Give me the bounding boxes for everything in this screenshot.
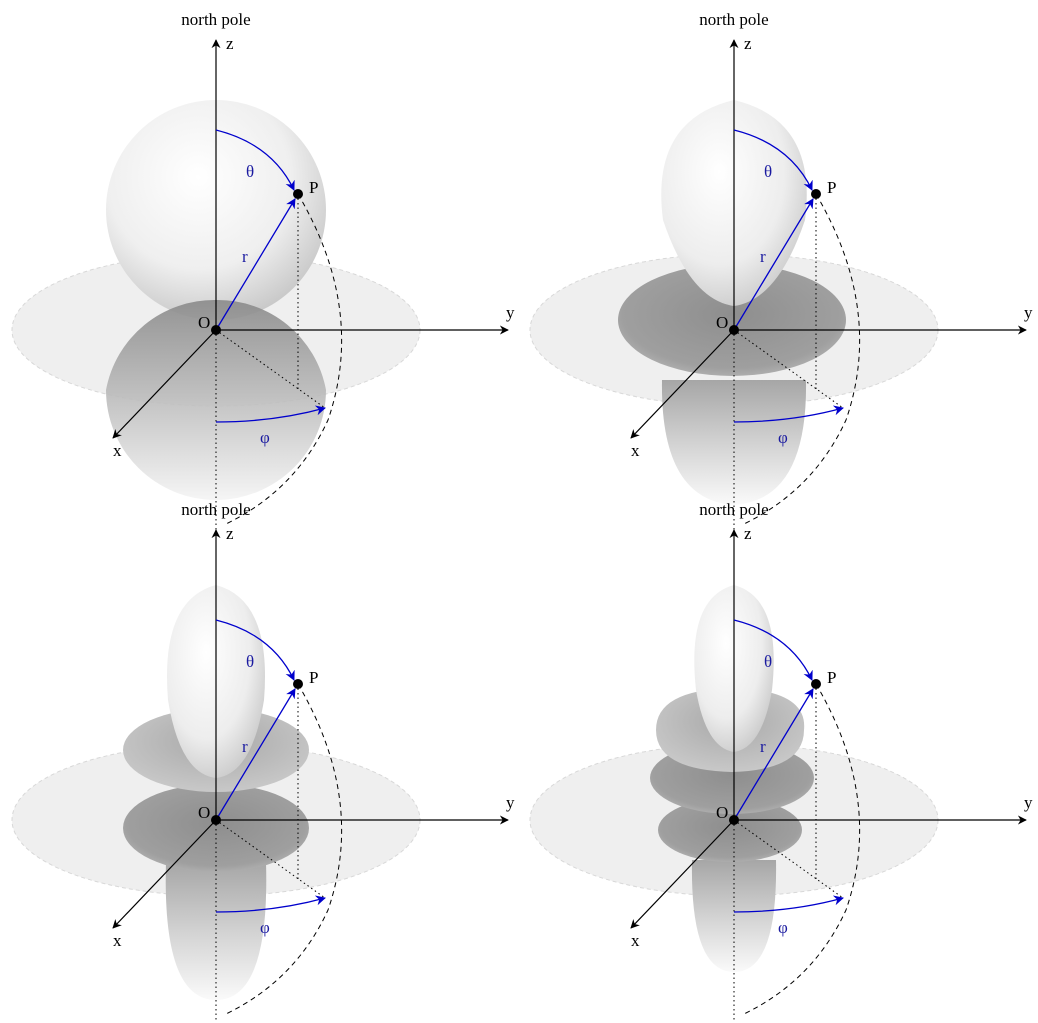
y-label: y: [1024, 303, 1033, 322]
r-label: r: [242, 737, 248, 756]
r-vector: [733, 688, 814, 821]
meridian-arc: [743, 683, 861, 1015]
y-label: y: [1024, 793, 1033, 812]
axes-l2: north pole z y x O Pθ r φ: [630, 10, 1033, 530]
phi-arc: [215, 895, 326, 913]
torus-3: [658, 798, 802, 862]
y-label: y: [506, 303, 515, 322]
theta-label: θ: [246, 652, 254, 671]
point-p-label: P: [309, 668, 318, 687]
point-p: [293, 679, 303, 689]
point-p-label: P: [827, 668, 836, 687]
equatorial-torus: [618, 264, 846, 376]
x-axis: [630, 329, 735, 439]
origin-label: O: [198, 313, 210, 332]
x-label: x: [631, 931, 640, 950]
z-label: z: [226, 524, 234, 543]
z-label: z: [744, 524, 752, 543]
lower-sphere: [106, 299, 326, 500]
x-label: x: [113, 931, 122, 950]
x-label: x: [113, 441, 122, 460]
origin-point: [211, 815, 221, 825]
r-vector: [733, 198, 814, 331]
meridian-arc: [743, 193, 861, 525]
north-pole-label: north pole: [181, 10, 250, 29]
phi-label: φ: [260, 428, 270, 447]
phi-arc: [215, 405, 326, 423]
theta-arc: [215, 619, 295, 681]
theta-arc: [215, 129, 295, 191]
x-axis: [112, 329, 217, 439]
point-p: [811, 679, 821, 689]
point-p-label: P: [827, 178, 836, 197]
phi-label: φ: [778, 918, 788, 937]
r-label: r: [760, 247, 766, 266]
origin-label: O: [198, 803, 210, 822]
theta-label: θ: [246, 162, 254, 181]
theta-arc: [733, 129, 813, 191]
r-vector: [215, 688, 296, 821]
origin-label: O: [716, 803, 728, 822]
axes-l6: north pole z y x O Pθ r φ: [630, 500, 1033, 1020]
meridian-arc: [225, 193, 343, 525]
origin-point: [729, 325, 739, 335]
lower-lobe: [165, 862, 267, 1000]
origin-point: [211, 325, 221, 335]
theta-arc: [733, 619, 813, 681]
r-label: r: [760, 737, 766, 756]
z-label: z: [226, 34, 234, 53]
origin-label: O: [716, 313, 728, 332]
point-p-label: P: [309, 178, 318, 197]
x-label: x: [631, 441, 640, 460]
r-vector: [215, 198, 296, 331]
origin-point: [729, 815, 739, 825]
panel-l4: [11, 585, 421, 1000]
phi-label: φ: [260, 918, 270, 937]
axes-l0: north pole z y x O Pθ r φ: [112, 10, 515, 530]
axes-l4: north pole z y x O Pθ r φ: [112, 500, 515, 1020]
north-pole-label: north pole: [699, 500, 768, 519]
north-pole-label: north pole: [181, 500, 250, 519]
point-p: [293, 189, 303, 199]
x-axis: [112, 819, 217, 929]
z-label: z: [744, 34, 752, 53]
lower-torus: [123, 784, 309, 872]
north-pole-label: north pole: [699, 10, 768, 29]
point-p: [811, 189, 821, 199]
x-axis: [630, 819, 735, 929]
theta-label: θ: [764, 652, 772, 671]
meridian-arc: [225, 683, 343, 1015]
phi-label: φ: [778, 428, 788, 447]
phi-arc: [733, 895, 844, 913]
theta-label: θ: [764, 162, 772, 181]
y-label: y: [506, 793, 515, 812]
r-label: r: [242, 247, 248, 266]
phi-arc: [733, 405, 844, 423]
